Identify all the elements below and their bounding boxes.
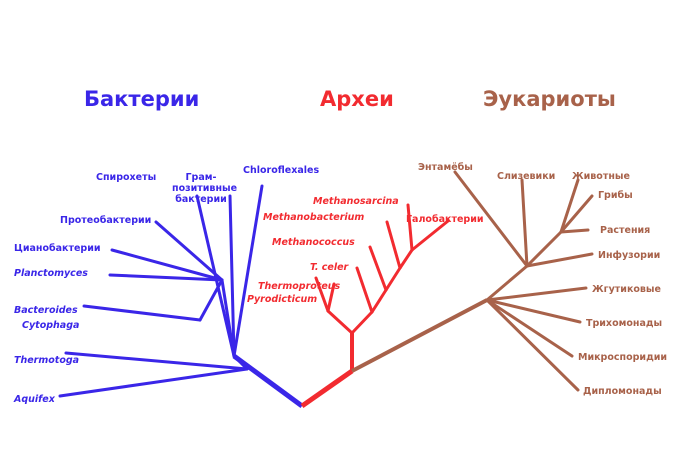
branch-halobacteria xyxy=(410,219,450,252)
branch-entamoebae xyxy=(453,170,529,268)
taxon-label-chloroflexales: Chloroflexales xyxy=(243,165,320,176)
taxon-label-slime-molds: Слизевики xyxy=(497,171,556,182)
domain-title-archaea: Археи xyxy=(320,87,394,111)
branch-plants xyxy=(559,228,590,234)
branch-bacteroides-cytophaga xyxy=(82,304,202,322)
taxon-label-trichomonads: Трихомонады xyxy=(586,318,663,329)
branch-cyanobacteria xyxy=(110,248,224,282)
taxon-label-entamoebae: Энтамёбы xyxy=(418,162,473,173)
branch-methanococcus xyxy=(368,245,388,292)
taxon-label-ciliates: Инфузории xyxy=(598,250,661,261)
branch-proteobacteria xyxy=(154,220,224,282)
branch-crenarchaeota-node xyxy=(326,309,354,335)
branch-diplomonads xyxy=(485,298,580,392)
branch-archaea-eukaryote-trunk xyxy=(300,368,354,409)
taxon-label-methanobacterium: Methanobacterium xyxy=(263,212,365,223)
branch-eukaryote-trunk xyxy=(351,298,488,373)
branch-euryarchaeota-node xyxy=(350,310,374,335)
branch-planctomyces xyxy=(108,273,224,282)
branch-eukaryote-crown-stem xyxy=(485,264,529,302)
domain-title-eukaryotes: Эукариоты xyxy=(483,87,616,111)
taxon-label-methanococcus: Methanococcus xyxy=(272,237,355,248)
taxon-label-spirochetes: Спирохеты xyxy=(96,172,157,183)
taxon-label-thermotoga: Thermotoga xyxy=(14,355,80,366)
taxon-label-proteobacteria: Протеобактерии xyxy=(60,215,152,226)
branch-ciliates xyxy=(525,252,594,268)
branch-methanobacterium xyxy=(385,220,402,270)
taxon-label-planctomyces: Planctomyces xyxy=(14,268,88,279)
branch-animals xyxy=(559,178,580,234)
branch-trichomonads xyxy=(485,298,582,324)
branch-bacteroides-node xyxy=(198,278,224,322)
branch-microsporidia xyxy=(485,298,574,358)
taxon-label-microsporidia: Микроспоридии xyxy=(578,352,668,363)
taxon-label-halobacteria: Галобактерии xyxy=(406,214,484,225)
branch-deep-bacteria xyxy=(232,354,249,371)
taxon-label-cytophaga: Cytophaga xyxy=(22,320,80,331)
eukaryote-branches xyxy=(453,170,594,392)
branch-euryarchaeota-node4 xyxy=(398,248,414,270)
branch-flagellates xyxy=(485,286,588,302)
branch-bacteria-sub-node xyxy=(220,278,236,358)
branch-thermoproteus xyxy=(326,282,336,313)
taxon-label-animals: Животные xyxy=(572,171,630,182)
branch-methanosarcina xyxy=(406,203,414,252)
domain-title-bacteria: Бактерии xyxy=(84,87,200,111)
branch-chloroflexales xyxy=(232,184,264,358)
taxon-label-methanosarcina: Methanosarcina xyxy=(313,196,399,207)
branch-slime-molds xyxy=(520,178,529,268)
taxon-label-pyrodicticum: Pyrodicticum xyxy=(247,294,318,305)
branch-bacteria-trunk xyxy=(232,353,304,409)
taxon-label-fungi: Грибы xyxy=(598,190,633,201)
branch-euryarchaeota-node2 xyxy=(370,288,388,314)
taxon-label-plants: Растения xyxy=(600,225,651,236)
branch-thermotoga xyxy=(64,351,249,371)
branch-pyrodicticum xyxy=(314,276,330,313)
bacteria-branches xyxy=(58,184,264,398)
taxon-label-bacteroides: Bacteroides xyxy=(14,305,78,316)
branch-t-celer xyxy=(355,266,374,314)
taxon-label-flagellates: Жгутиковые xyxy=(592,284,661,295)
branch-gram-positive xyxy=(228,194,236,358)
branch-fungi xyxy=(559,194,594,234)
branch-euryarchaeota-node3 xyxy=(384,266,402,292)
taxon-label-diplomonads: Дипломонады xyxy=(583,386,662,397)
archaea-branches xyxy=(314,203,450,335)
taxon-label-cyanobacteria: Цианобактерии xyxy=(14,243,101,254)
taxon-label-gram-positive: Грам-позитивные бактерии xyxy=(172,172,238,205)
branch-aquifex xyxy=(58,367,249,398)
root-branches xyxy=(232,298,488,409)
taxon-label-thermoproteus: Thermoproteus xyxy=(258,281,341,292)
taxon-label-t-celer: T. celer xyxy=(310,262,349,273)
taxon-label-aquifex: Aquifex xyxy=(14,394,55,405)
branch-crown-node2 xyxy=(525,230,563,268)
